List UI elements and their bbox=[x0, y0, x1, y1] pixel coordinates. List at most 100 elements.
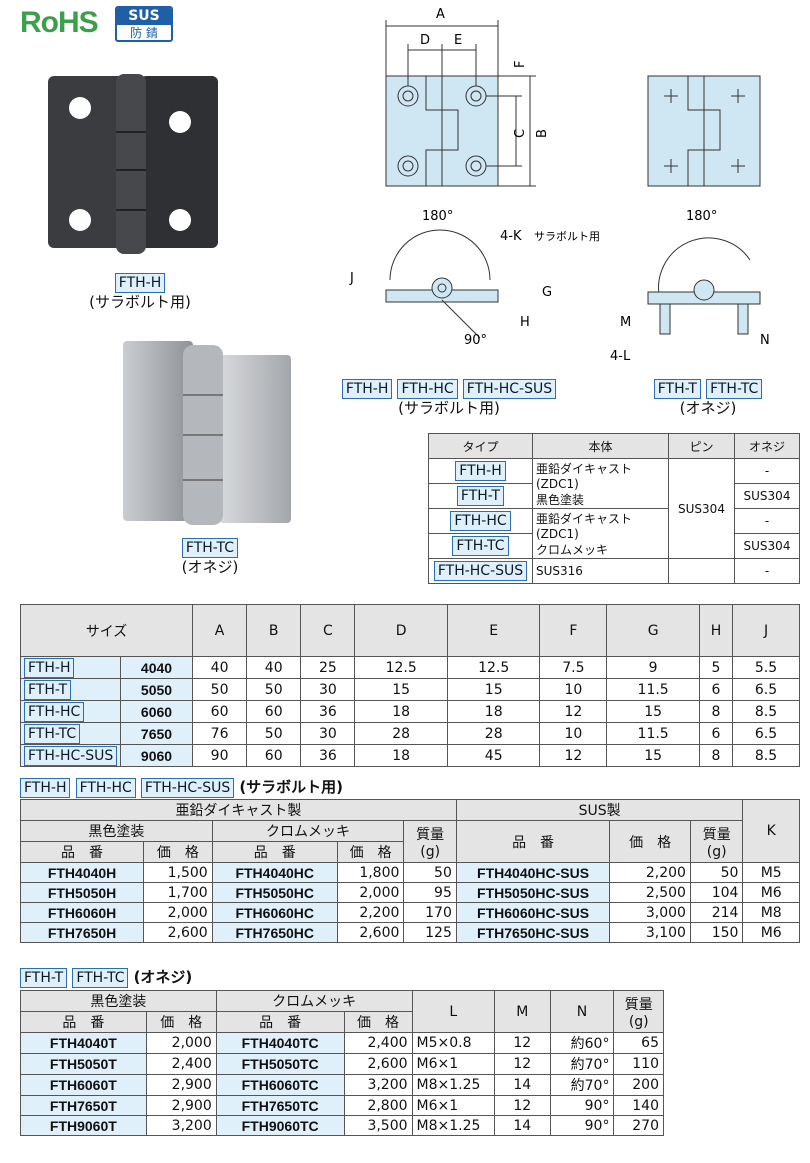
part-number: FTH9060TC bbox=[215, 1115, 345, 1136]
price: 2,900 bbox=[145, 1074, 217, 1096]
part-number: FTH4040TC bbox=[215, 1032, 345, 1054]
part-number: FTH4040HC bbox=[211, 862, 338, 883]
angle-180-right: 180° bbox=[686, 209, 717, 224]
part-number: FTH4040T bbox=[20, 1032, 147, 1054]
dim-cell: 30 bbox=[300, 722, 356, 745]
mass: 110 bbox=[613, 1053, 664, 1075]
black-hinge-caption: FTH-H (サラボルト用) bbox=[60, 273, 220, 312]
dim-cell: 15 bbox=[446, 678, 541, 701]
dim-cell: 25 bbox=[300, 656, 356, 679]
k-size: M8 bbox=[742, 902, 800, 923]
l-size: M6×1 bbox=[411, 1053, 495, 1075]
mass: 50 bbox=[403, 862, 457, 883]
dim-d: D bbox=[420, 33, 430, 48]
type-tag: FTH-H bbox=[341, 379, 393, 399]
dim-f: F bbox=[513, 61, 528, 68]
type-tag: FTH-HC bbox=[397, 379, 458, 399]
angle-90: 90° bbox=[464, 333, 487, 348]
m-size: 12 bbox=[493, 1032, 551, 1054]
size-cell: 7650 bbox=[120, 722, 193, 745]
screw-material: SUS304 bbox=[734, 483, 800, 509]
price-table-2: 黒色塗装 クロムメッキ L M N 質量(g) 品 番 価 格 品 番 価 格 … bbox=[20, 990, 664, 1136]
col-header: 価 格 bbox=[343, 1011, 413, 1033]
type-tag: FTH-H bbox=[114, 273, 166, 293]
sus-badge-bottom: 防 錆 bbox=[130, 26, 158, 40]
dim-cell: 10 bbox=[539, 722, 608, 745]
type-tag: FTH-HC-SUS bbox=[433, 561, 528, 581]
col-header: M bbox=[493, 990, 551, 1033]
dim-cell: 40 bbox=[246, 656, 302, 679]
col-header: 価 格 bbox=[336, 841, 405, 863]
dim-g: G bbox=[542, 285, 552, 300]
dim-cell: 15 bbox=[606, 744, 700, 767]
dim-cell: 40 bbox=[191, 656, 248, 679]
dim-cell: 18 bbox=[446, 700, 541, 723]
black-hinge-photo bbox=[40, 70, 230, 264]
price-table-1-title: FTH-H FTH-HC FTH-HC-SUS (サラボルト用) bbox=[20, 776, 343, 798]
section-title: (サラボルト用) bbox=[239, 778, 344, 796]
n-angle: 約60° bbox=[549, 1032, 615, 1054]
price: 1,800 bbox=[336, 862, 405, 883]
col-header: K bbox=[742, 799, 800, 863]
k-size: M6 bbox=[742, 922, 800, 943]
col-header: B bbox=[246, 604, 302, 657]
mass: 200 bbox=[613, 1074, 664, 1096]
col-header: 品 番 bbox=[455, 820, 611, 863]
part-number: FTH9060T bbox=[20, 1115, 147, 1136]
type-tag: FTH-TC bbox=[452, 536, 509, 556]
dim-cell: 60 bbox=[246, 744, 302, 767]
part-number: FTH5050TC bbox=[215, 1053, 345, 1075]
group-header: クロムメッキ bbox=[215, 990, 413, 1012]
size-cell: 5050 bbox=[120, 678, 193, 701]
technical-drawing: A D E B C F 180° 90° 4-K サラボルト用 J G H 18… bbox=[330, 0, 810, 384]
type-tag: FTH-H bbox=[24, 657, 75, 678]
mass: 95 bbox=[403, 882, 457, 903]
dim-cell: 6.5 bbox=[732, 722, 800, 745]
size-cell: 6060 bbox=[120, 700, 193, 723]
col-header: 質量(g) bbox=[613, 990, 664, 1033]
col-header: A bbox=[191, 604, 248, 657]
price: 2,000 bbox=[143, 902, 213, 923]
col-header: オネジ bbox=[734, 433, 800, 459]
screw-material: - bbox=[734, 558, 800, 584]
col-header: E bbox=[446, 604, 541, 657]
dim-cell: 60 bbox=[246, 700, 302, 723]
n-angle: 約70° bbox=[549, 1053, 615, 1075]
k-size: M6 bbox=[742, 882, 800, 903]
n-angle: 90° bbox=[549, 1115, 615, 1136]
dim-cell: 10 bbox=[539, 678, 608, 701]
body-material: 亜鉛ダイキャスト(ZDC1)クロムメッキ bbox=[532, 508, 669, 559]
col-header: H bbox=[698, 604, 734, 657]
dim-cell: 6 bbox=[698, 722, 734, 745]
caption-sub: (オネジ) bbox=[679, 399, 737, 417]
dim-l: 4-L bbox=[610, 349, 631, 364]
dim-cell: 45 bbox=[446, 744, 541, 767]
silver-hinge-caption: FTH-TC (オネジ) bbox=[130, 538, 290, 577]
angle-180-left: 180° bbox=[422, 209, 453, 224]
rohs-logo: RoHS bbox=[20, 6, 99, 39]
part-number: FTH7650H bbox=[19, 922, 145, 943]
m-size: 12 bbox=[493, 1095, 551, 1116]
silver-hinge-photo bbox=[115, 335, 305, 534]
type-tag: FTH-H bbox=[455, 461, 506, 481]
price: 2,900 bbox=[145, 1095, 217, 1116]
col-header: F bbox=[539, 604, 608, 657]
price: 1,700 bbox=[143, 882, 213, 903]
price: 2,600 bbox=[336, 922, 405, 943]
dim-cell: 7.5 bbox=[539, 656, 608, 679]
n-angle: 約70° bbox=[549, 1074, 615, 1096]
dim-cell: 8 bbox=[698, 744, 734, 767]
dim-cell: 36 bbox=[300, 700, 356, 723]
col-header: ピン bbox=[668, 433, 735, 459]
col-header: D bbox=[354, 604, 448, 657]
col-header: 価 格 bbox=[143, 841, 213, 863]
type-tag: FTH-TC bbox=[181, 538, 239, 558]
type-tag: FTH-HC bbox=[75, 778, 136, 798]
mass: 170 bbox=[403, 902, 457, 923]
price: 2,500 bbox=[609, 882, 691, 903]
